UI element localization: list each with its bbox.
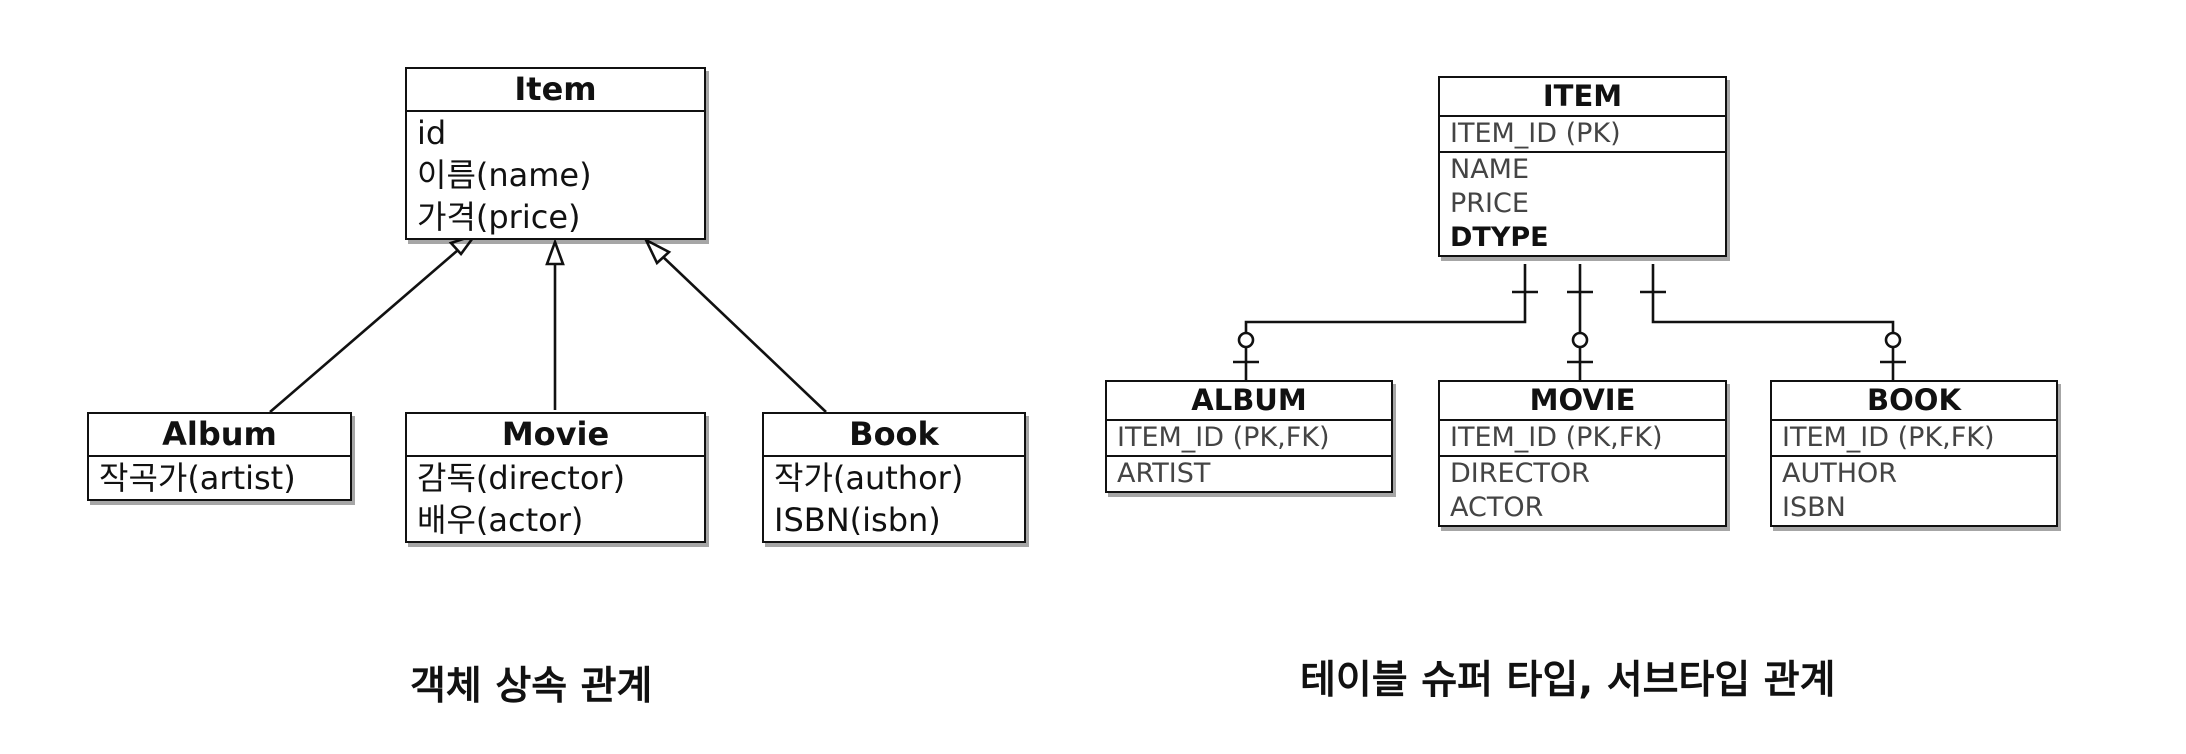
uml-book-attr: ISBN(isbn) [774,500,941,539]
uml-album-title: Album [89,414,350,457]
album-to-item-line [269,243,466,413]
er-album-key-section: ITEM_ID (PK,FK) [1107,421,1391,458]
er-book-column: AUTHOR [1782,458,1898,490]
uml-item-attr: 가격(price) [417,197,581,236]
uml-item-title: Item [407,69,704,112]
uml-item-class: Item id 이름(name) 가격(price) [405,67,706,240]
er-connectors [1233,264,1906,380]
album-zero-mark [1237,331,1255,349]
er-movie-table: MOVIE ITEM_ID (PK,FK) DIRECTOR ACTOR [1438,380,1727,528]
book-inheritance-arrow [643,237,672,266]
er-item-key: ITEM_ID (PK) [1450,118,1621,150]
er-item-columns: NAME PRICE DTYPE [1440,153,1725,255]
er-item-key-section: ITEM_ID (PK) [1440,117,1725,154]
er-item-column: DTYPE [1450,222,1549,254]
er-book-key: ITEM_ID (PK,FK) [1782,422,1995,454]
er-book-columns: AUTHOR ISBN [1772,457,2056,525]
er-movie-columns: DIRECTOR ACTOR [1440,457,1725,525]
er-movie-title: MOVIE [1440,382,1725,422]
er-album-column: ARTIST [1117,458,1211,490]
movie-inheritance-arrow [545,238,565,266]
er-movie-key: ITEM_ID (PK,FK) [1450,422,1663,454]
uml-book-title: Book [764,414,1024,457]
uml-item-attr: id [417,113,447,152]
er-book-column: ISBN [1782,492,1846,524]
uml-connectors [269,232,827,413]
uml-album-attr: 작곡가(artist) [99,458,296,497]
er-album-title: ALBUM [1107,382,1391,422]
uml-movie-class: Movie 감독(director) 배우(actor) [405,412,706,543]
uml-album-attributes: 작곡가(artist) [89,457,350,499]
er-movie-key-section: ITEM_ID (PK,FK) [1440,421,1725,458]
er-book-table: BOOK ITEM_ID (PK,FK) AUTHOR ISBN [1770,380,2058,528]
er-book-key-section: ITEM_ID (PK,FK) [1772,421,2056,458]
er-item-table: ITEM ITEM_ID (PK) NAME PRICE DTYPE [1438,76,1727,258]
er-item-title: ITEM [1440,78,1725,118]
er-album-table: ALBUM ITEM_ID (PK,FK) ARTIST [1105,380,1393,494]
uml-book-class: Book 작가(author) ISBN(isbn) [762,412,1026,543]
uml-album-class: Album 작곡가(artist) [87,412,352,501]
uml-book-attributes: 작가(author) ISBN(isbn) [764,457,1024,541]
er-book-title: BOOK [1772,382,2056,422]
uml-movie-attr: 배우(actor) [417,500,584,539]
er-item-column: NAME [1450,154,1530,186]
book-zero-mark [1884,331,1902,349]
item-album-relation [1244,264,1527,380]
uml-caption: 객체 상속 관계 [410,664,653,709]
uml-book-attr: 작가(author) [774,458,964,497]
uml-item-attributes: id 이름(name) 가격(price) [407,112,704,238]
item-book-relation [1651,264,1895,380]
er-item-column: PRICE [1450,188,1529,220]
uml-item-attr: 이름(name) [417,155,592,194]
book-to-item-line [659,253,827,413]
movie-zero-mark [1571,331,1589,349]
er-album-key: ITEM_ID (PK,FK) [1117,422,1330,454]
er-movie-column: ACTOR [1450,492,1544,524]
er-movie-column: DIRECTOR [1450,458,1590,490]
er-album-columns: ARTIST [1107,457,1391,491]
er-caption: 테이블 슈퍼 타입, 서브타입 관계 [1300,658,1836,703]
uml-movie-attributes: 감독(director) 배우(actor) [407,457,704,541]
uml-movie-attr: 감독(director) [417,458,626,497]
uml-movie-title: Movie [407,414,704,457]
